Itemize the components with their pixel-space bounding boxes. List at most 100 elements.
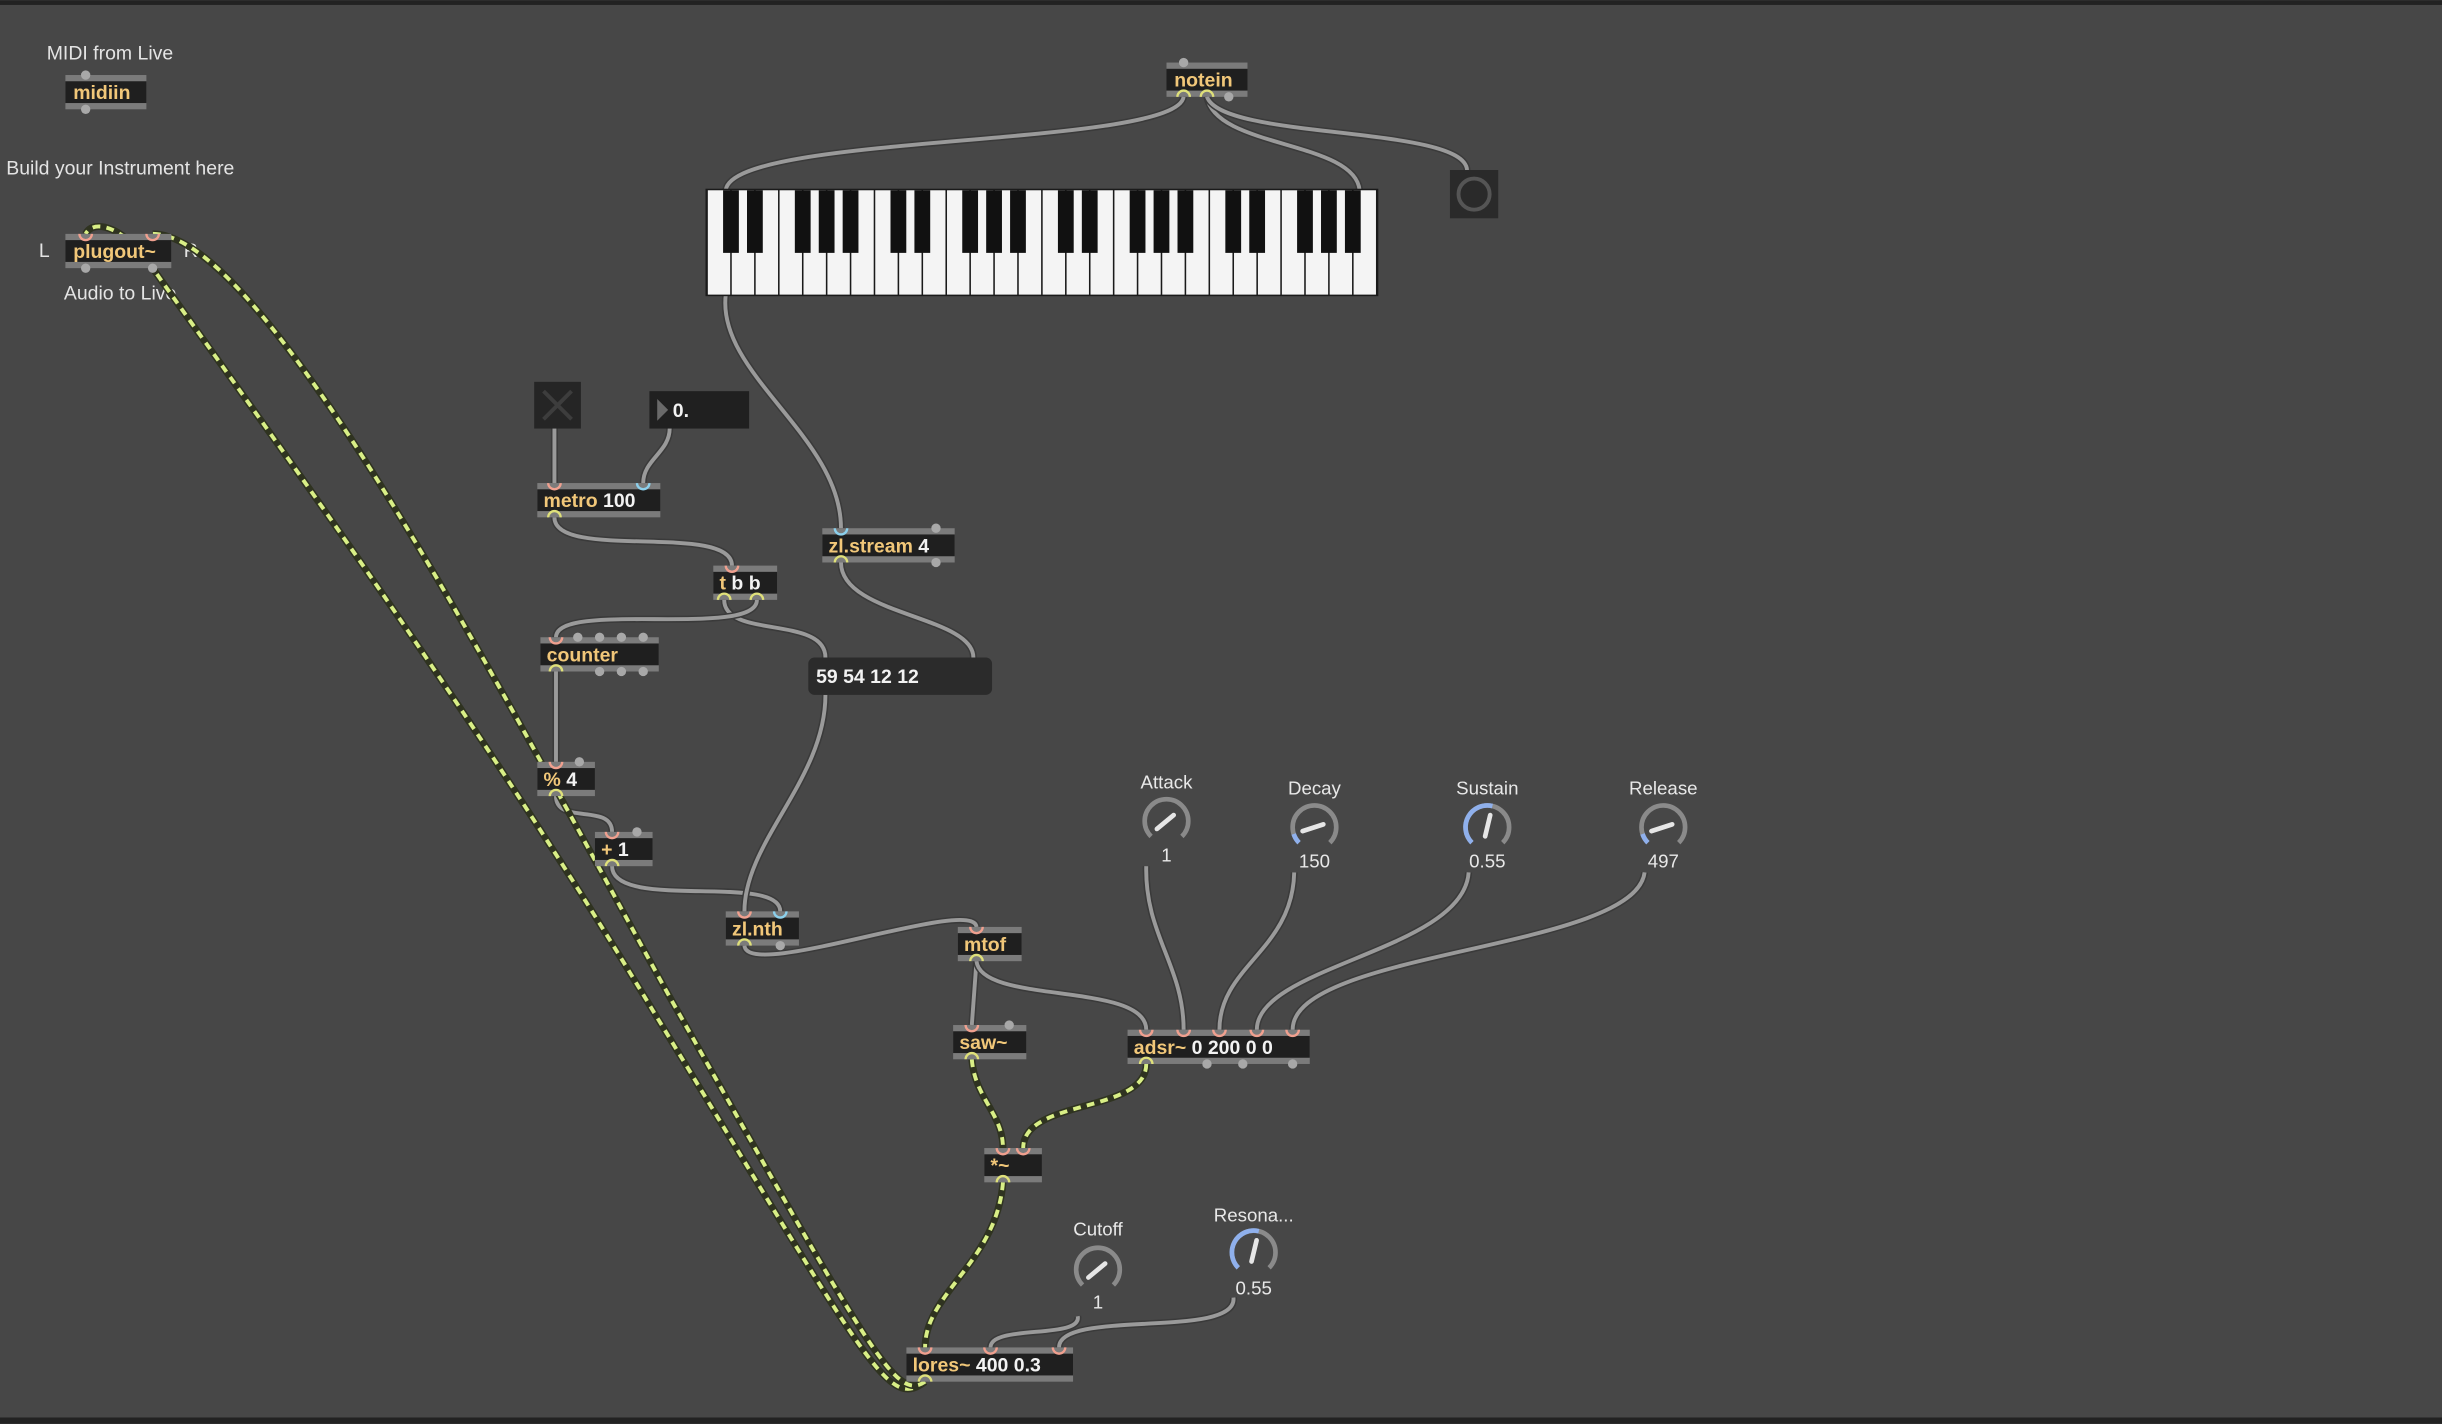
black-key[interactable] [723, 190, 739, 253]
cord-sustain-adsr[interactable] [1253, 871, 1473, 1031]
number-value: 0. [673, 400, 689, 422]
object-args: 0 200 0 0 [1186, 1037, 1273, 1059]
cord-keyboard-zlstream[interactable] [721, 294, 845, 529]
svg-text:t b b: t b b [720, 573, 761, 595]
knob-label: Release [1629, 778, 1698, 799]
cord-decay-adsr[interactable] [1215, 872, 1298, 1030]
object-args: 1 [613, 839, 629, 861]
number-box[interactable]: 0. [649, 391, 750, 429]
cord-attack-adsr[interactable] [1142, 866, 1188, 1030]
knob-needle [1154, 812, 1177, 832]
toggle[interactable] [534, 381, 581, 429]
cord-tbb-message[interactable] [720, 599, 829, 659]
object-name: t [720, 573, 727, 595]
black-key[interactable] [1010, 190, 1026, 253]
patch-cords [550, 95, 1649, 1349]
knob-decay[interactable]: Decay 150 [1288, 778, 1342, 872]
knob-needle [1482, 812, 1493, 839]
black-key[interactable] [962, 190, 979, 253]
black-key[interactable] [1129, 190, 1146, 253]
object-adsr[interactable]: adsr~ 0 200 0 0 [1127, 1029, 1310, 1069]
svg-text:lores~ 400 0.3: lores~ 400 0.3 [913, 1355, 1041, 1377]
object-counter[interactable]: counter [540, 632, 659, 677]
black-key[interactable] [1321, 190, 1337, 253]
black-key[interactable] [1225, 190, 1242, 253]
object-name: saw~ [959, 1032, 1007, 1054]
svg-text:notein: notein [1174, 70, 1232, 92]
object-zl-stream[interactable]: zl.stream 4 [822, 523, 955, 568]
signal-cord-mult-lores[interactable] [921, 1182, 1007, 1348]
signal-cord-lores-plugout-left[interactable] [82, 223, 928, 1393]
cord-plus-zlnth[interactable] [608, 865, 784, 913]
cord-mtof-adsr[interactable] [973, 960, 1150, 1031]
bang-button[interactable] [1449, 170, 1499, 219]
black-key[interactable] [1057, 190, 1074, 253]
knob-track [1639, 803, 1688, 845]
svg-text:mtof: mtof [964, 934, 1007, 956]
svg-text:*~: *~ [991, 1155, 1010, 1177]
cord-mtof-saw[interactable] [968, 960, 980, 1026]
object-notein[interactable]: notein [1166, 57, 1248, 102]
object-name: adsr~ [1134, 1037, 1186, 1059]
object-lores[interactable]: lores~ 400 0.3 [906, 1347, 1074, 1382]
knob-resonance[interactable]: Resona... 0.55 [1214, 1204, 1294, 1298]
cord-resonance-lores[interactable] [1055, 1297, 1237, 1349]
black-key[interactable] [1249, 190, 1266, 253]
cord-metro-tbb[interactable] [550, 516, 736, 567]
signal-cord-lores-plugout-right[interactable] [152, 230, 928, 1390]
knob-value: 0.55 [1469, 851, 1505, 872]
black-key[interactable] [818, 190, 835, 253]
knob-needle [1649, 822, 1675, 834]
object-name: % [544, 769, 561, 791]
object-name: lores~ [913, 1355, 971, 1377]
black-key[interactable] [794, 190, 811, 253]
cord-tbb-counter[interactable] [552, 598, 761, 639]
black-key[interactable] [1081, 190, 1098, 253]
object-name: mtof [964, 934, 1007, 956]
cord-mod-plus[interactable] [552, 795, 616, 833]
black-key[interactable] [986, 190, 1002, 253]
knob-label: Cutoff [1073, 1218, 1123, 1239]
black-key[interactable] [1177, 190, 1194, 253]
cord-notein-button[interactable] [1203, 95, 1471, 172]
object-multiply-signal[interactable]: *~ [984, 1147, 1042, 1183]
cord-message-zlnth[interactable] [740, 694, 829, 912]
object-midiin[interactable]: midiin [65, 70, 147, 114]
object-mtof[interactable]: mtof [957, 926, 1022, 962]
object-zl-nth[interactable]: zl.nth [725, 911, 799, 951]
signal-cord-saw-mult[interactable] [968, 1058, 1007, 1149]
knob-release[interactable]: Release 497 [1629, 778, 1698, 872]
piano-keyboard[interactable] [705, 188, 1379, 297]
black-key[interactable] [747, 190, 763, 253]
cord-zlnth-mtof[interactable] [740, 916, 980, 959]
cord-release-adsr[interactable] [1289, 871, 1649, 1031]
black-key[interactable] [842, 190, 859, 253]
knob-needle [1086, 1261, 1108, 1280]
cord-cutoff-lores[interactable] [987, 1315, 1082, 1349]
cord-zlstream-message[interactable] [837, 562, 977, 659]
object-plus[interactable]: + 1 [594, 827, 653, 867]
object-modulo[interactable]: % 4 [537, 757, 595, 797]
black-key[interactable] [1153, 190, 1170, 253]
knob-cutoff[interactable]: Cutoff 1 [1073, 1218, 1123, 1312]
knob-value: 0.55 [1236, 1277, 1272, 1298]
object-saw[interactable]: saw~ [953, 1020, 1027, 1060]
knob-sustain[interactable]: Sustain 0.55 [1456, 778, 1518, 872]
signal-cord-adsr-mult[interactable] [1019, 1063, 1150, 1149]
knob-attack[interactable]: Attack 1 [1141, 771, 1194, 865]
object-args: b b [726, 573, 761, 595]
object-trigger[interactable]: t b b [713, 565, 778, 601]
cord-number-metro[interactable] [639, 428, 674, 484]
black-key[interactable] [890, 190, 907, 253]
black-key[interactable] [1297, 190, 1313, 253]
black-key[interactable] [1344, 190, 1361, 253]
cord-notein-keyboard-left[interactable] [722, 95, 1188, 192]
number-triangle-icon [657, 398, 669, 421]
knob-track [1290, 803, 1339, 845]
cord-notein-keyboard-right[interactable] [1203, 95, 1364, 192]
object-plugout[interactable]: plugout~ [65, 233, 172, 273]
black-key[interactable] [914, 190, 931, 253]
message-box[interactable]: 59 54 12 12 [808, 657, 993, 695]
object-metro[interactable]: metro 100 [537, 482, 661, 518]
